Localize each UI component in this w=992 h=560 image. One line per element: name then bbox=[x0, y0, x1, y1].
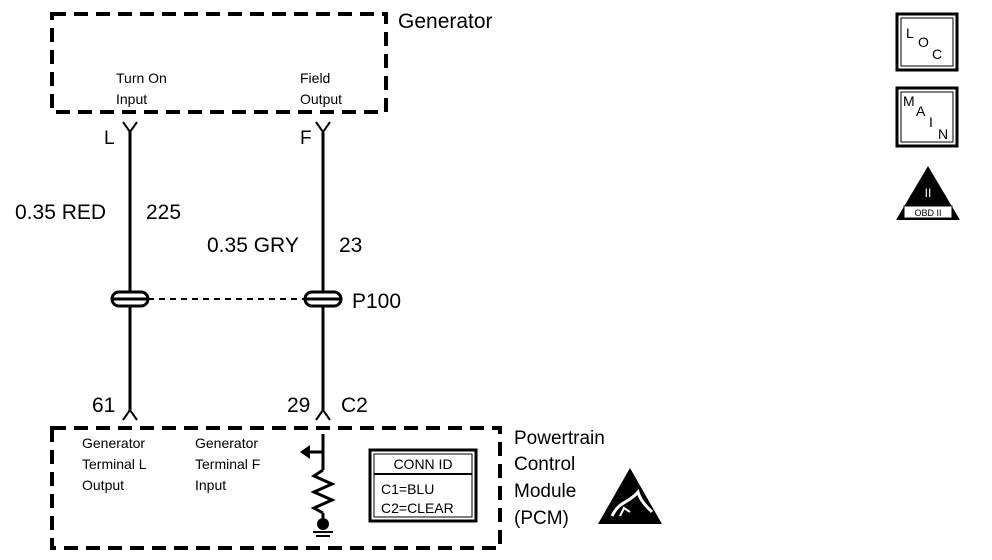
main-badge-a: A bbox=[916, 103, 926, 119]
wire-red-gauge-color: 0.35 RED bbox=[15, 201, 106, 224]
generator-connector-l bbox=[122, 121, 138, 134]
pcm-connector-c2: C2 bbox=[341, 394, 368, 417]
loc-badge[interactable] bbox=[895, 12, 959, 72]
pcm-connector-29 bbox=[315, 408, 331, 421]
conn-id-box bbox=[368, 448, 478, 523]
loc-badge-l: L bbox=[906, 25, 914, 41]
pcm-title-line-4: (PCM) bbox=[514, 508, 569, 529]
conn-id-row-1: C1=BLU bbox=[381, 481, 434, 497]
pcm-pin-61-label-3: Output bbox=[82, 477, 124, 493]
generator-box bbox=[50, 12, 388, 114]
ground-icon bbox=[313, 513, 333, 537]
wire-gry-circuit: 23 bbox=[339, 234, 362, 257]
pcm-title-line-3: Module bbox=[514, 481, 576, 502]
pcm-pin-29-label-2: Terminal F bbox=[195, 456, 260, 472]
pcm-connector-61 bbox=[122, 408, 138, 421]
resistor-icon bbox=[310, 468, 336, 515]
esd-sensitive-icon bbox=[598, 468, 662, 524]
generator-connector-f bbox=[315, 121, 331, 134]
obd-badge-bottom: OBD II bbox=[914, 208, 941, 218]
wire-red-circuit: 225 bbox=[146, 201, 181, 224]
generator-pin-f-label-2: Output bbox=[300, 91, 342, 107]
main-badge-n: N bbox=[938, 126, 948, 142]
main-badge[interactable] bbox=[895, 86, 959, 148]
pcm-pin-29-label-1: Generator bbox=[195, 435, 258, 451]
splice-name: P100 bbox=[352, 290, 401, 313]
generator-pin-f-letter: F bbox=[300, 128, 312, 149]
generator-pin-l-label-2: Input bbox=[116, 91, 147, 107]
pcm-box bbox=[50, 426, 502, 550]
pcm-pin-29-number: 29 bbox=[287, 394, 310, 417]
obd-badge-top: II bbox=[925, 186, 932, 200]
generator-pin-l-label-1: Turn On bbox=[116, 70, 167, 86]
loc-badge-o: O bbox=[918, 34, 929, 50]
generator-title: Generator bbox=[398, 10, 493, 33]
pcm-title-line-1: Powertrain bbox=[514, 428, 605, 449]
main-badge-i: I bbox=[929, 114, 933, 130]
pcm-pin-29-label-3: Input bbox=[195, 477, 226, 493]
main-badge-m: M bbox=[903, 93, 915, 109]
pcm-pin-61-label-1: Generator bbox=[82, 435, 145, 451]
pcm-pin-61-number: 61 bbox=[92, 394, 115, 417]
generator-pin-l-letter: L bbox=[104, 128, 115, 149]
pcm-pin-61-label-2: Terminal L bbox=[82, 456, 147, 472]
splice-p100 bbox=[110, 290, 343, 308]
conn-id-header: CONN ID bbox=[393, 456, 452, 472]
generator-pin-f-label-1: Field bbox=[300, 70, 330, 86]
obd-ii-badge[interactable] bbox=[896, 166, 960, 220]
loc-badge-c: C bbox=[932, 46, 942, 62]
arrow-left-head bbox=[300, 445, 310, 459]
conn-id-row-2: C2=CLEAR bbox=[381, 500, 454, 516]
wire-gry-gauge-color: 0.35 GRY bbox=[207, 234, 299, 257]
pcm-title-line-2: Control bbox=[514, 454, 575, 475]
